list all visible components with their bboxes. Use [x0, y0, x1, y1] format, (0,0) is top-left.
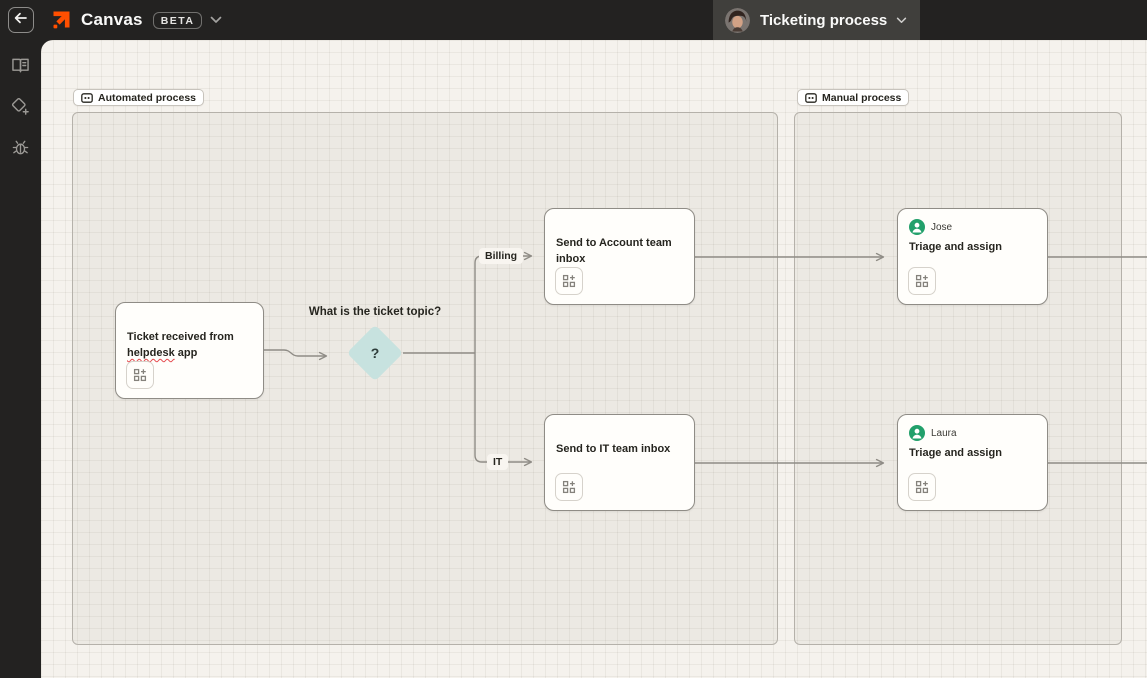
- assignee-name: Jose: [931, 221, 953, 233]
- node-title: Send to Account team inbox: [556, 237, 672, 265]
- node-title: Triage and assign: [909, 241, 1002, 253]
- node-title: Ticket received from helpdesk app: [127, 331, 234, 359]
- grid-plus-icon: [562, 480, 576, 494]
- assignee-row: Jose: [909, 219, 952, 235]
- node-it-team-inbox[interactable]: Send to IT team inbox: [544, 414, 695, 511]
- add-app-button[interactable]: [555, 267, 583, 295]
- document-title-menu[interactable]: Ticketing process: [713, 0, 920, 40]
- frame-label-manual[interactable]: Manual process: [797, 89, 910, 106]
- add-app-button[interactable]: [908, 473, 936, 501]
- chevron-down-icon[interactable]: [210, 11, 222, 29]
- frame-icon: [805, 92, 817, 103]
- grid-plus-icon: [133, 368, 147, 382]
- edge-label-it[interactable]: IT: [487, 454, 509, 470]
- frame-label-automated[interactable]: Automated process: [73, 89, 205, 106]
- assignee-row: Laura: [909, 425, 957, 441]
- canvas-area[interactable]: Automated process Manual process Billing…: [41, 40, 1147, 678]
- person-avatar-icon: [909, 425, 925, 441]
- frame-label-text: Automated process: [98, 91, 197, 104]
- node-title: Triage and assign: [909, 447, 1002, 459]
- document-title: Ticketing process: [760, 11, 888, 29]
- book-open-icon[interactable]: [9, 53, 33, 77]
- node-account-team-inbox[interactable]: Send to Account team inbox: [544, 208, 695, 305]
- canvas-logo-icon: [51, 10, 71, 30]
- add-app-button[interactable]: [126, 361, 154, 389]
- node-ticket-received[interactable]: Ticket received from helpdesk app: [115, 302, 264, 399]
- grid-plus-icon: [915, 480, 929, 494]
- arrow-left-icon: [14, 11, 28, 30]
- grid-plus-icon: [915, 274, 929, 288]
- misspelled-word: helpdesk: [127, 346, 175, 359]
- add-app-button[interactable]: [908, 267, 936, 295]
- user-avatar: [725, 7, 750, 33]
- assignee-name: Laura: [931, 427, 957, 439]
- bug-icon[interactable]: [9, 135, 33, 159]
- frame-label-text: Manual process: [822, 91, 902, 104]
- frame-icon: [81, 92, 93, 103]
- node-triage-jose[interactable]: Jose Triage and assign: [897, 208, 1048, 305]
- chevron-down-icon: [896, 11, 907, 29]
- decision-question-label: What is the ticket topic?: [308, 306, 442, 318]
- grid-plus-icon: [562, 274, 576, 288]
- decision-symbol: ?: [370, 345, 380, 361]
- frame-manual-process[interactable]: [794, 112, 1122, 645]
- app-title: Canvas: [81, 10, 143, 29]
- beta-badge: BETA: [152, 11, 203, 29]
- edge-label-billing[interactable]: Billing: [479, 248, 524, 264]
- person-avatar-icon: [909, 219, 925, 235]
- left-toolbar: [0, 40, 41, 678]
- back-button[interactable]: [8, 7, 34, 33]
- topbar: Canvas BETA Ticketing process: [0, 0, 1147, 40]
- node-triage-laura[interactable]: Laura Triage and assign: [897, 414, 1048, 511]
- diamond-sparkle-icon[interactable]: [9, 94, 33, 118]
- add-app-button[interactable]: [555, 473, 583, 501]
- node-title: Send to IT team inbox: [556, 443, 671, 455]
